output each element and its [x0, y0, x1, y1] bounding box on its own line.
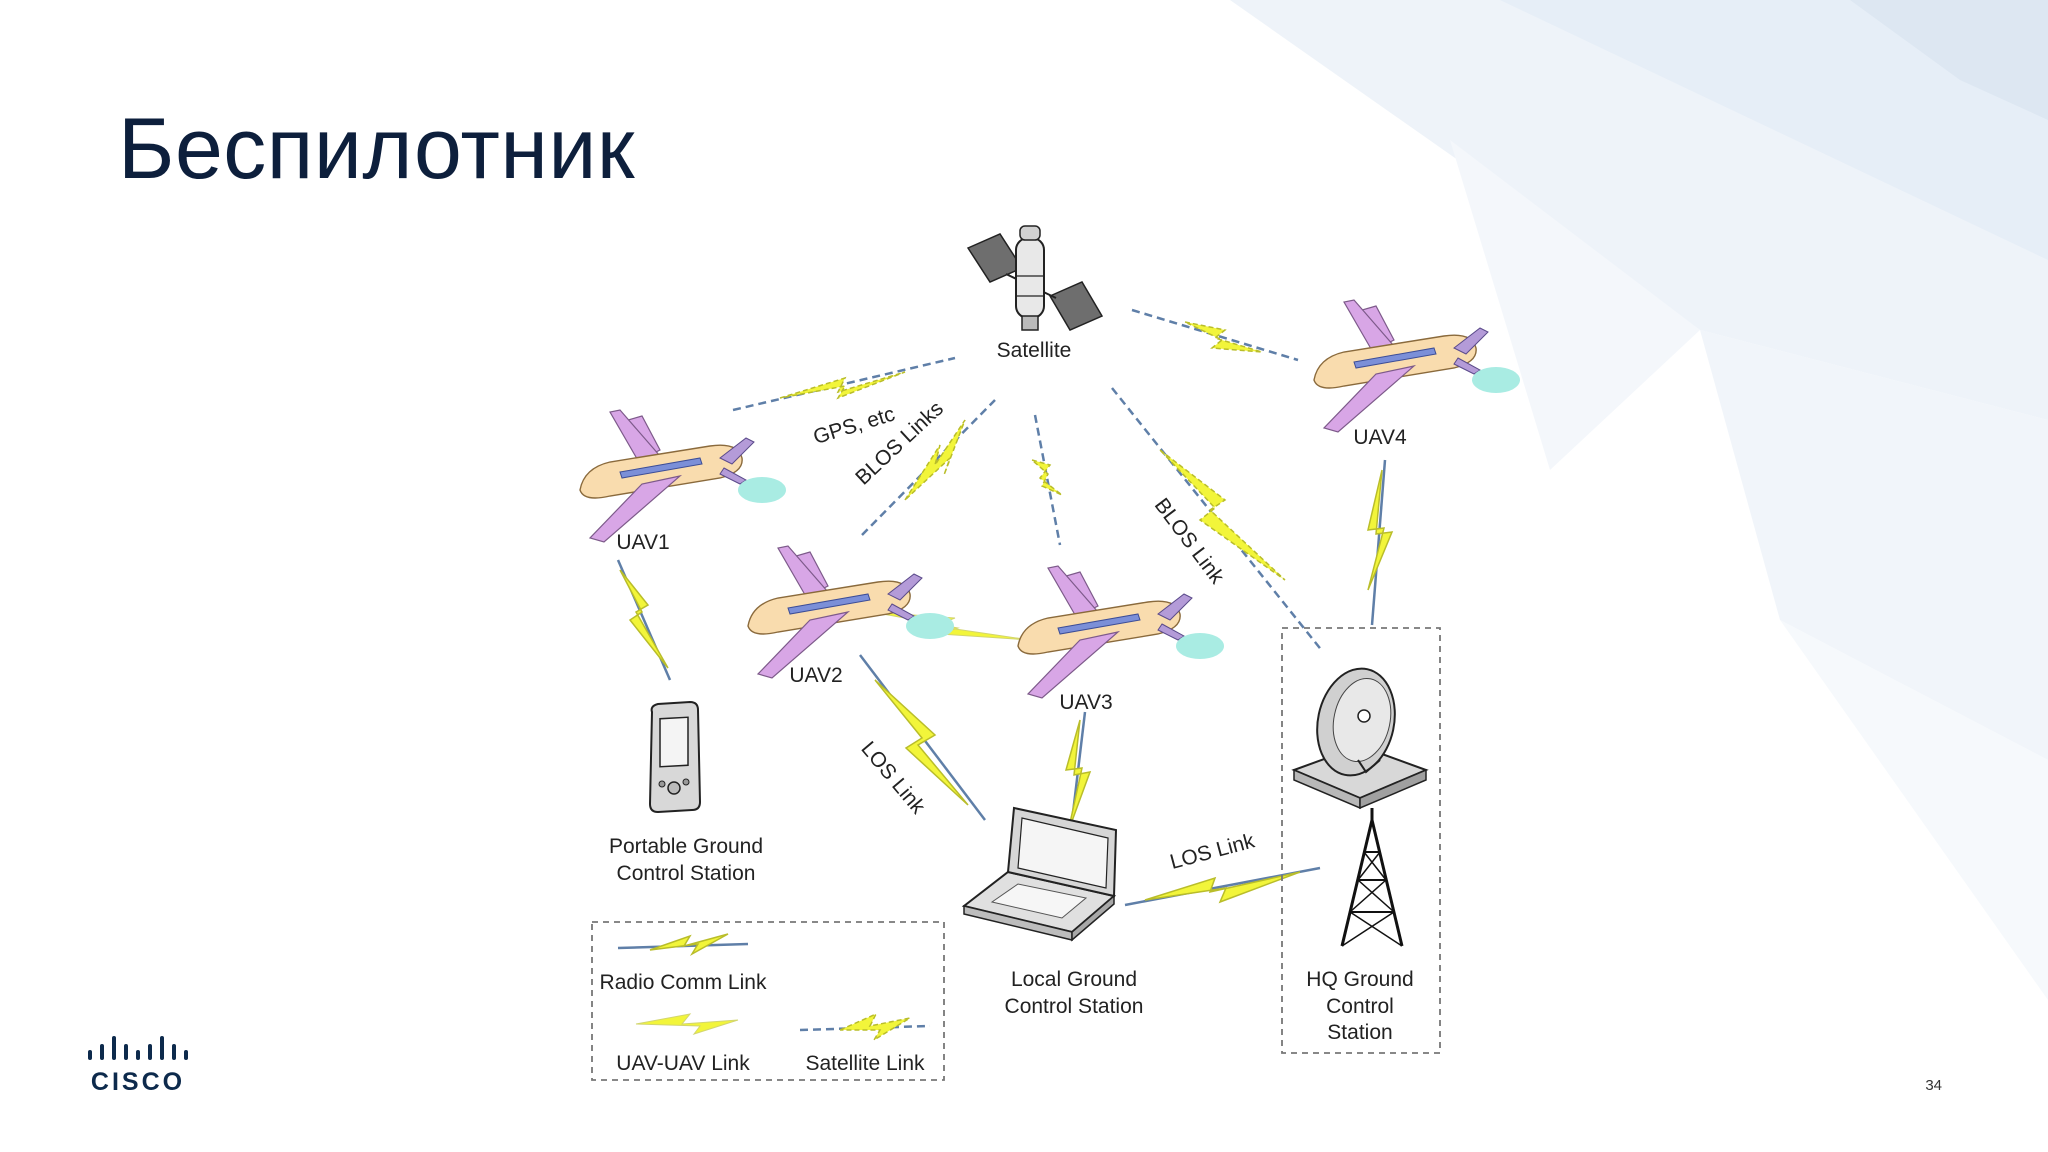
- local-gcs-label-line1: Local Ground: [1011, 968, 1137, 991]
- local-gcs-label-line2: Control Station: [1005, 995, 1144, 1018]
- satellite-label: Satellite: [997, 339, 1072, 362]
- legend-radio-label: Radio Comm Link: [600, 971, 767, 994]
- satellite-link-uav3: [1031, 414, 1063, 546]
- radio-tower-icon: [1340, 808, 1404, 947]
- satellite-link-uav1: [732, 356, 956, 412]
- blos-link-label: BLOS Link: [1150, 494, 1229, 588]
- satellite-link-uav2: [861, 399, 996, 536]
- legend-uav-uav-swatch: [635, 1013, 739, 1035]
- radio-link-local-hq: [1124, 866, 1321, 907]
- cisco-logo: CISCO: [88, 1036, 188, 1096]
- uav2-plane-icon: [747, 545, 955, 679]
- legend-satellite-label: Satellite Link: [805, 1052, 925, 1075]
- uav3-label: UAV3: [1059, 691, 1112, 714]
- uav1-plane-icon: [579, 409, 787, 543]
- los-link-hq-label: LOS Link: [1168, 829, 1258, 874]
- laptop-icon: [961, 806, 1118, 942]
- portable-gcs-label-line1: Portable Ground: [609, 835, 763, 858]
- uav4-plane-icon: [1313, 299, 1521, 433]
- page-number: 34: [1925, 1077, 1942, 1094]
- pda-icon: [648, 700, 702, 814]
- radio-link-uav4-hq: [1367, 459, 1394, 626]
- portable-gcs-label-line2: Control Station: [617, 862, 756, 885]
- hq-gcs-label-line3: Station: [1327, 1021, 1392, 1044]
- hq-station-box: [1281, 627, 1441, 1054]
- legend-satellite-swatch: [799, 1012, 931, 1041]
- legend-uav-uav-label: UAV-UAV Link: [616, 1052, 750, 1075]
- satellite-link-hq: [1111, 387, 1324, 653]
- cisco-wordmark: CISCO: [91, 1068, 185, 1096]
- legend-radio-swatch: [617, 933, 749, 957]
- uav1-label: UAV1: [616, 531, 669, 554]
- uav3-plane-icon: [1017, 565, 1225, 699]
- slide-title: Беспилотник: [118, 101, 636, 197]
- uav4-label: UAV4: [1353, 426, 1407, 449]
- cisco-bars-icon: [88, 1036, 188, 1060]
- satellite-icon: [966, 225, 1104, 331]
- satellite-link-uav4: [1131, 308, 1299, 362]
- radio-link-uav2-local: [859, 654, 986, 821]
- satellite-dish-icon: [1291, 667, 1429, 810]
- hq-gcs-label-line1: HQ Ground: [1306, 968, 1413, 991]
- radio-link-uav1-portable: [616, 559, 672, 681]
- uav2-label: UAV2: [789, 664, 842, 687]
- hq-gcs-label-line2: Control: [1326, 995, 1394, 1018]
- legend-box: [591, 921, 945, 1081]
